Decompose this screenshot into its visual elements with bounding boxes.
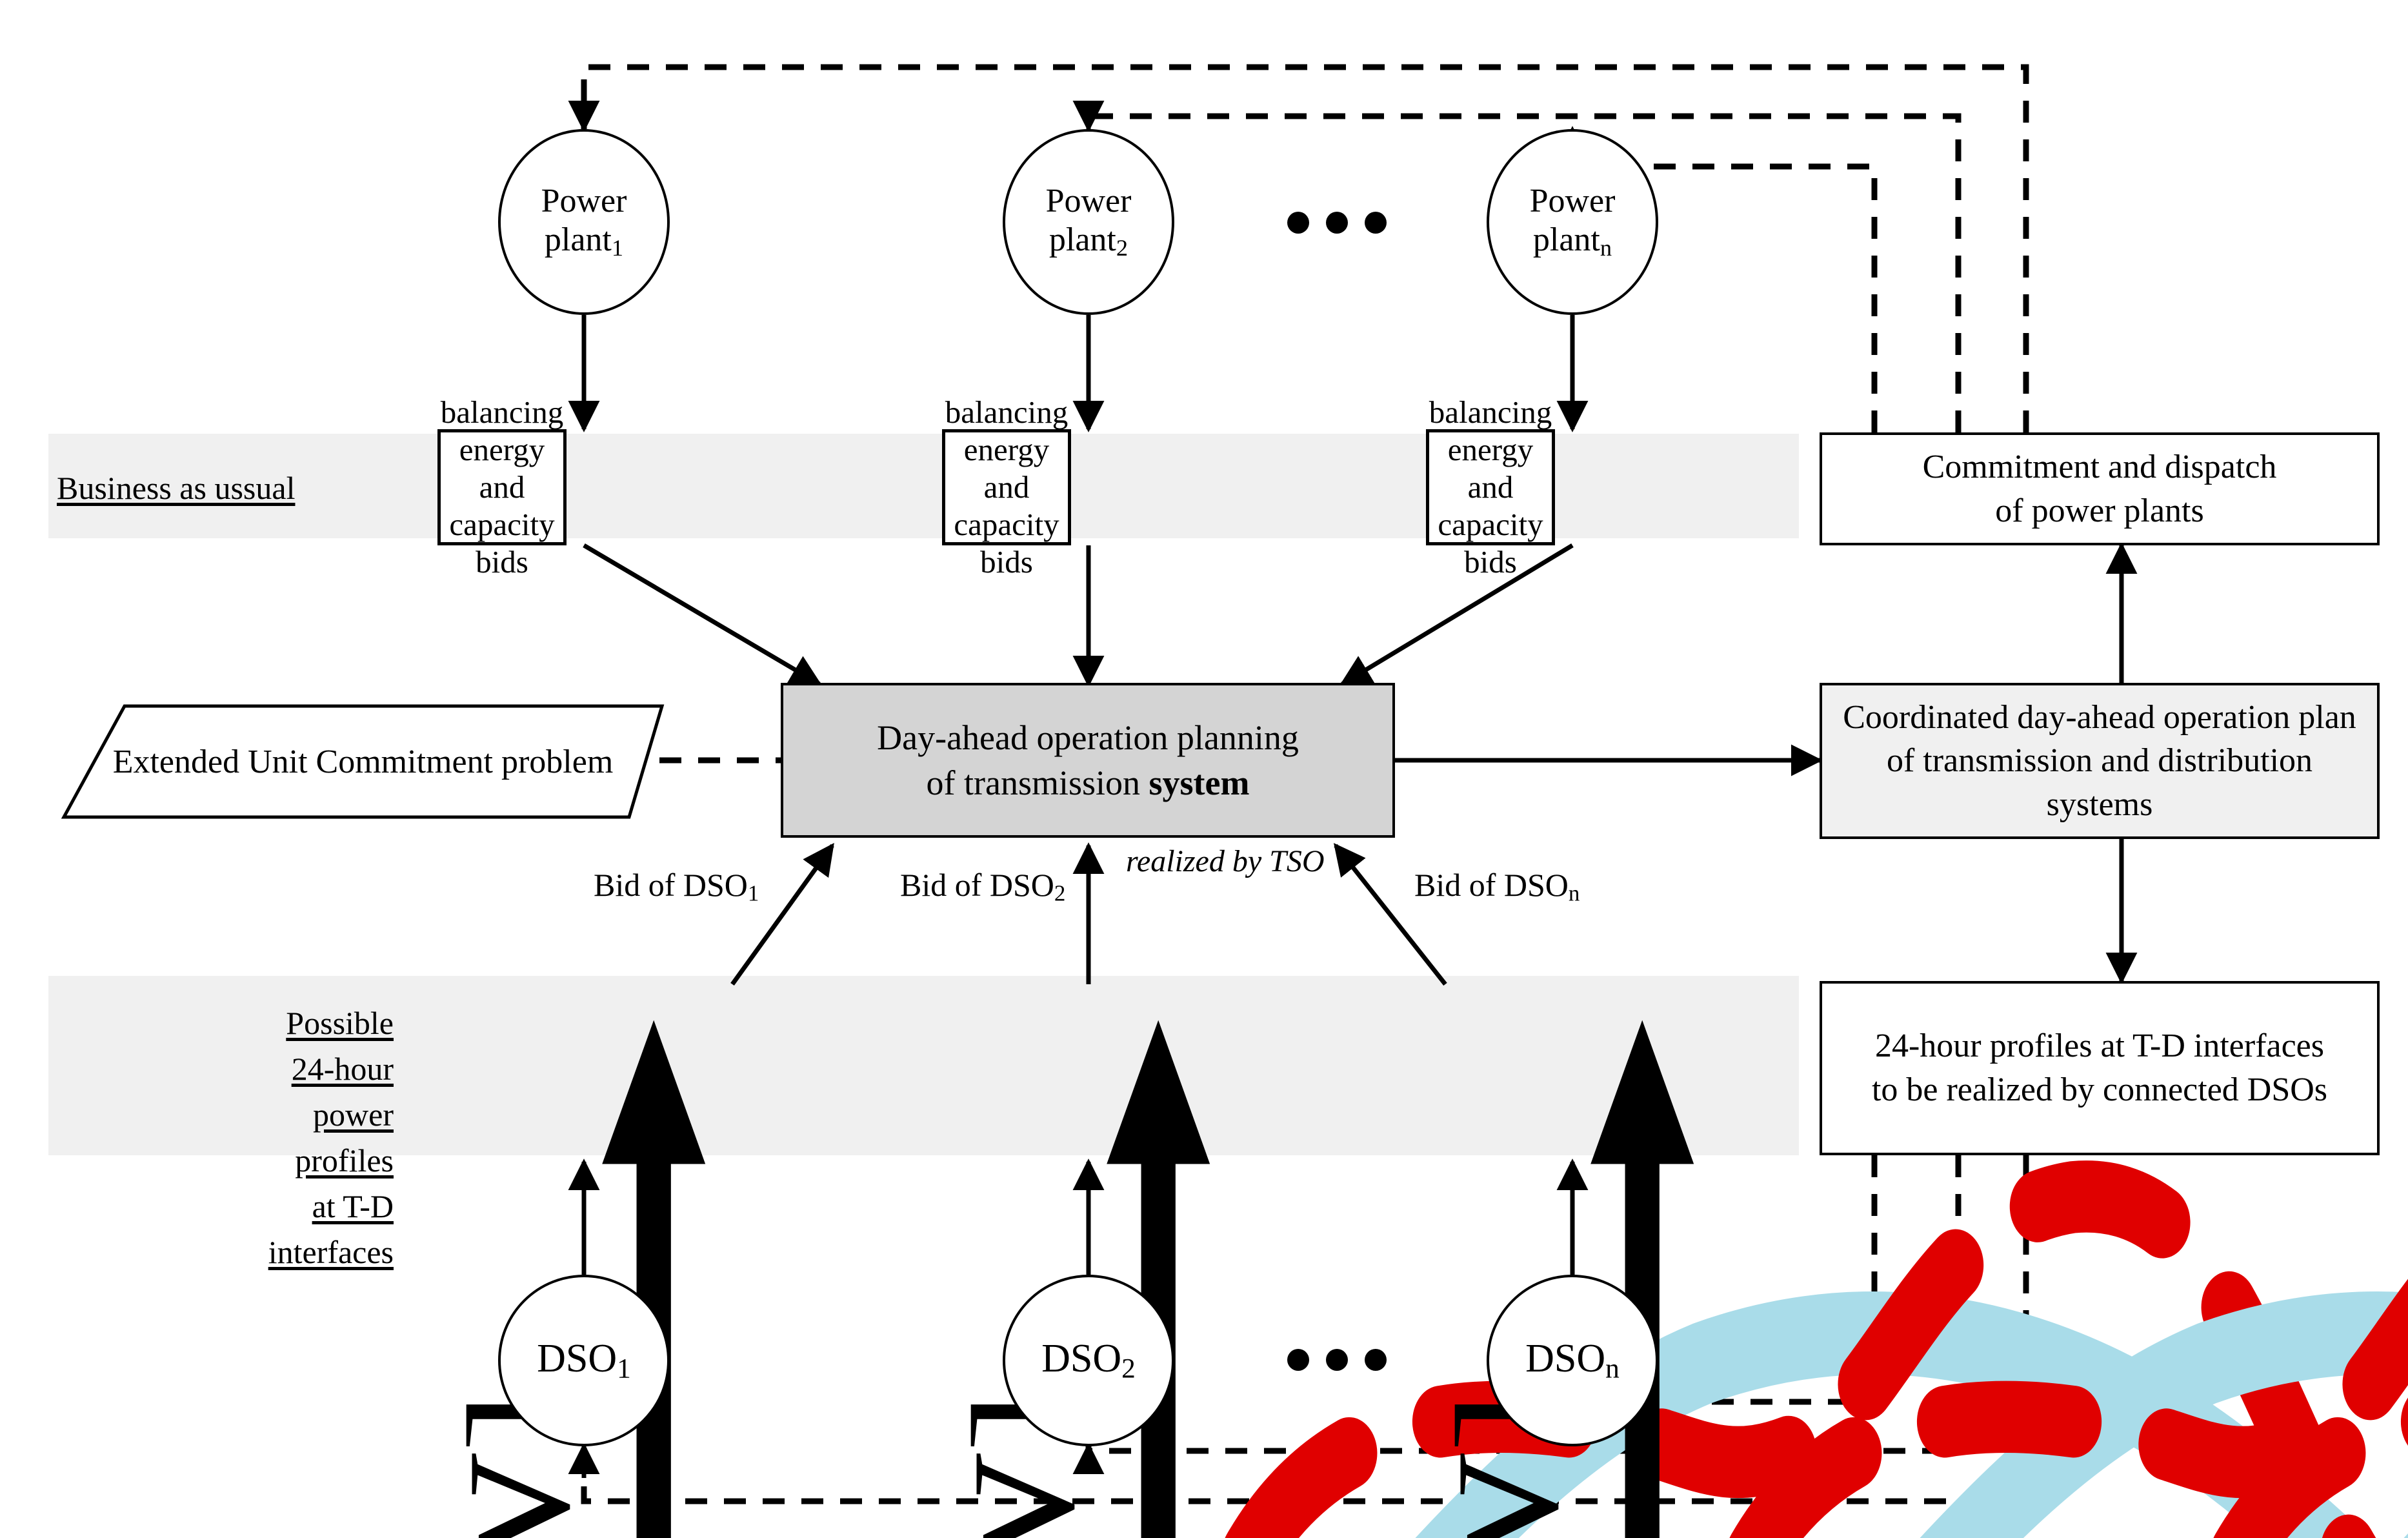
realized-by-tso-annotation: realized by TSO xyxy=(1126,844,1325,878)
load-profile-chart-2: Load [kW] 24 hours xyxy=(918,976,2408,1538)
dso-n-name: DSO xyxy=(1525,1336,1606,1381)
dso-2-sub: 2 xyxy=(1121,1353,1136,1384)
dso-n-sub: n xyxy=(1605,1353,1620,1384)
profiles-to-realize-line1: 24-hour profiles at T-D interfaces xyxy=(1874,1027,2324,1065)
coordinated-plan-line3: systems xyxy=(2046,785,2153,823)
bid-of-dso-2-text: Bid of DSO xyxy=(900,867,1054,903)
bid-of-dso-n-sub: n xyxy=(1568,880,1580,906)
power-plant-2-line2: plant xyxy=(1048,221,1116,258)
dso-n-node[interactable]: DSOn xyxy=(1487,1275,1658,1446)
business-as-usual-label: Business as ussual xyxy=(57,470,296,506)
bid-of-dso-2-label: Bid of DSO2 xyxy=(900,865,1065,907)
load-profile-chart-3: Load [kW] 24 hours xyxy=(1401,976,2408,1538)
power-plant-1-line2: plant xyxy=(544,221,612,258)
central-process-box[interactable]: Day-ahead operation planning of transmis… xyxy=(781,683,1395,838)
possible-profiles-band xyxy=(48,976,1799,1155)
power-plant-n-line1: Power xyxy=(1529,183,1616,220)
possible-profiles-label: Possible 24-hour power profiles at T-D i… xyxy=(213,1000,394,1275)
power-plant-n-sub: n xyxy=(1600,234,1612,261)
bid-of-dso-1-sub: 1 xyxy=(747,880,759,906)
commitment-dispatch-line2: of power plants xyxy=(1995,492,2204,529)
bid-box-1-line2: and capacity bids xyxy=(449,469,555,580)
central-process-line2-bold: system xyxy=(1149,764,1250,802)
power-plant-1-sub: 1 xyxy=(611,234,624,261)
commitment-dispatch-box[interactable]: Commitment and dispatch of power plants xyxy=(1820,432,2380,545)
power-plant-n-line2: plant xyxy=(1532,221,1600,258)
bid-of-dso-n-label: Bid of DSOn xyxy=(1414,865,1580,907)
power-plant-2-sub: 2 xyxy=(1116,234,1129,261)
possible-profiles-line2: 24-hour power profiles xyxy=(291,1051,394,1179)
power-plant-ellipsis-icon xyxy=(1287,212,1387,234)
bid-box-1[interactable]: balancing energy and capacity bids xyxy=(437,394,567,580)
dso-1-sub: 1 xyxy=(617,1353,631,1384)
load-profile-chart-1: Load [kW] 24 hours xyxy=(413,976,2376,1538)
unit-commitment-shape[interactable]: Extended Unit Commitment problem xyxy=(61,703,665,820)
bid-box-n-line2: and capacity bids xyxy=(1438,469,1543,580)
bid-of-dso-2-sub: 2 xyxy=(1054,880,1066,906)
bid-of-dso-1-label: Bid of DSO1 xyxy=(594,865,759,907)
dso-1-name: DSO xyxy=(537,1336,617,1381)
bid-box-n[interactable]: balancing energy and capacity bids xyxy=(1426,394,1555,580)
bid-box-2-line1: balancing energy xyxy=(945,394,1069,468)
profiles-to-realize-line2: to be realized by connected DSOs xyxy=(1871,1071,2328,1108)
dso-ellipsis-icon xyxy=(1287,1349,1387,1371)
profiles-to-realize-box[interactable]: 24-hour profiles at T-D interfaces to be… xyxy=(1820,981,2380,1155)
bid-of-dso-n-text: Bid of DSO xyxy=(1414,867,1569,903)
possible-profiles-line3: at T-D interfaces xyxy=(268,1188,394,1270)
dso-2-node[interactable]: DSO2 xyxy=(1003,1275,1174,1446)
unit-commitment-label: Extended Unit Commitment problem xyxy=(112,743,614,780)
bid-box-2-line2: and capacity bids xyxy=(954,469,1059,580)
power-plant-n-node[interactable]: Power plantn xyxy=(1487,129,1658,315)
central-process-line2-prefix: of transmission xyxy=(926,764,1149,802)
dso-1-node[interactable]: DSO1 xyxy=(498,1275,670,1446)
power-plant-1-node[interactable]: Power plant1 xyxy=(498,129,670,315)
commitment-dispatch-line1: Commitment and dispatch xyxy=(1922,448,2277,485)
coordinated-plan-line1: Coordinated day-ahead operation plan xyxy=(1843,698,2356,736)
bid-box-n-line1: balancing energy xyxy=(1429,394,1552,468)
power-plant-1-line1: Power xyxy=(541,183,627,220)
possible-profiles-line1: Possible xyxy=(286,1005,394,1041)
power-plant-2-node[interactable]: Power plant2 xyxy=(1003,129,1174,315)
coordinated-plan-box[interactable]: Coordinated day-ahead operation plan of … xyxy=(1820,683,2380,839)
bid-box-1-line1: balancing energy xyxy=(440,394,564,468)
bid-of-dso-1-text: Bid of DSO xyxy=(594,867,748,903)
dso-2-name: DSO xyxy=(1041,1336,1122,1381)
bid-box-2[interactable]: balancing energy and capacity bids xyxy=(942,394,1071,580)
coordinated-plan-line2: of transmission and distribution xyxy=(1886,742,2313,780)
power-plant-2-line1: Power xyxy=(1045,183,1132,220)
central-process-line1: Day-ahead operation planning xyxy=(877,718,1299,757)
